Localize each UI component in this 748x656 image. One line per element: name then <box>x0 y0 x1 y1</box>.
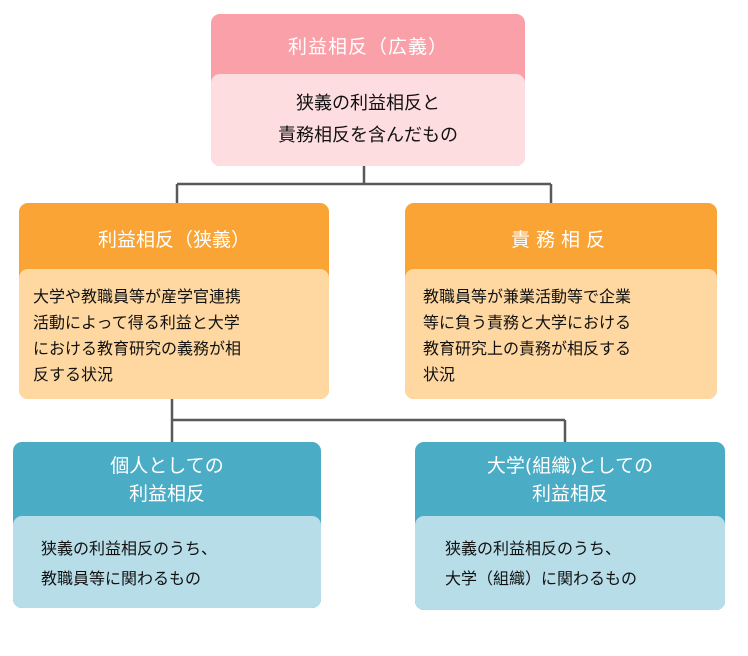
description-line: 等に負う責務と大学における <box>423 313 632 332</box>
box-conflict-of-interest-narrow: 利益相反（狭義） 大学や教職員等が産学官連携 活動によって得る利益と大学 におけ… <box>19 203 329 399</box>
box-description: 教職員等が兼業活動等で企業 等に負う責務と大学における 教育研究上の責務が相反す… <box>405 269 717 399</box>
box-description: 狭義の利益相反のうち、 大学（組織）に関わるもの <box>415 516 725 610</box>
title-line: 大学(組織)としての <box>486 455 654 477</box>
description-line: 活動によって得る利益と大学 <box>33 313 240 332</box>
description-line: 状況 <box>423 365 456 384</box>
box-title: 責務相反 <box>510 228 611 251</box>
box-description: 大学や教職員等が産学官連携 活動によって得る利益と大学 における教育研究の義務が… <box>19 269 329 399</box>
description-line: 責務相反を含んだもの <box>278 125 458 146</box>
title-line: 利益相反 <box>531 483 608 505</box>
box-individual-conflict: 個人としての 利益相反 狭義の利益相反のうち、 教職員等に関わるもの <box>13 442 321 608</box>
title-line: 個人としての <box>110 455 224 477</box>
box-conflict-of-interest-broad: 利益相反（広義） 狭義の利益相反と 責務相反を含んだもの <box>211 14 525 166</box>
box-title: 利益相反（狭義） <box>97 228 250 251</box>
box-title: 大学(組織)としての 利益相反 <box>415 442 725 518</box>
box-description: 狭義の利益相反のうち、 教職員等に関わるもの <box>13 516 321 608</box>
description-line: 教育研究上の責務が相反する <box>423 339 632 358</box>
description-line: 大学や教職員等が産学官連携 <box>33 287 242 306</box>
title-line: 利益相反 <box>128 483 205 505</box>
description-line: 狭義の利益相反のうち、 <box>445 539 622 558</box>
box-description: 狭義の利益相反と 責務相反を含んだもの <box>211 74 525 166</box>
description-line: における教育研究の義務が相 <box>33 339 242 358</box>
description-line: 教職員等が兼業活動等で企業 <box>423 287 632 306</box>
box-organizational-conflict: 大学(組織)としての 利益相反 狭義の利益相反のうち、 大学（組織）に関わるもの <box>415 442 725 610</box>
description-line: 大学（組織）に関わるもの <box>445 569 638 588</box>
description-line: 教職員等に関わるもの <box>41 569 202 588</box>
description-line: 狭義の利益相反と <box>296 93 440 114</box>
description-line: 反する状況 <box>33 365 114 384</box>
box-conflict-of-duty: 責務相反 教職員等が兼業活動等で企業 等に負う責務と大学における 教育研究上の責… <box>405 203 717 399</box>
box-title: 個人としての 利益相反 <box>13 442 321 518</box>
box-title: 利益相反（広義） <box>287 35 448 58</box>
description-line: 狭義の利益相反のうち、 <box>41 539 218 558</box>
